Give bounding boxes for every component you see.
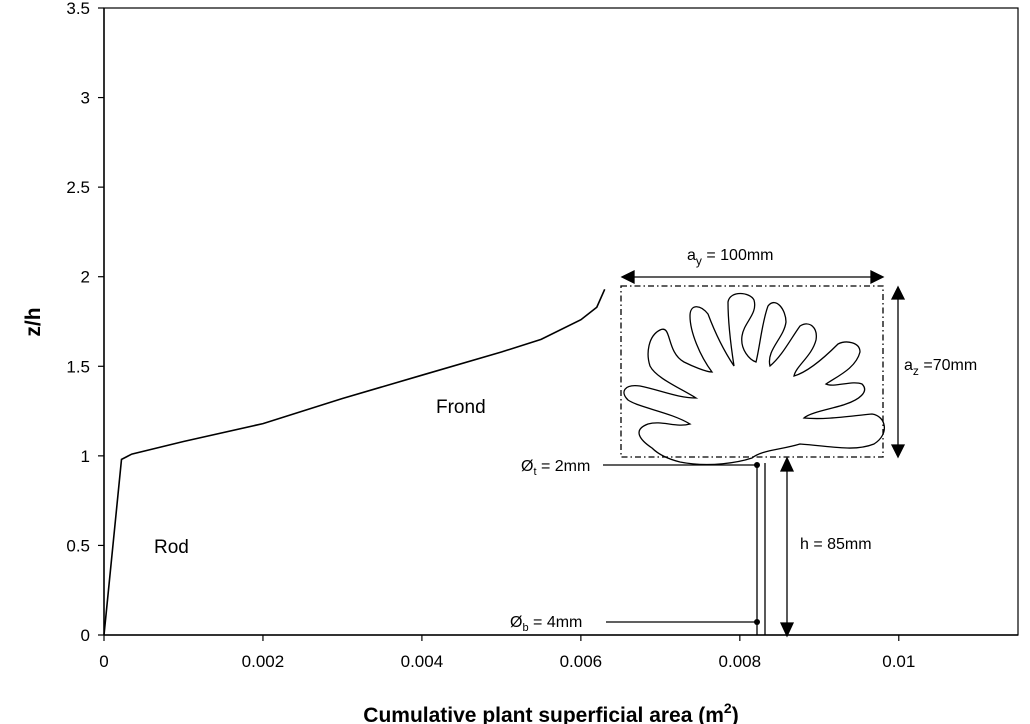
x-tick-label: 0.01 — [882, 652, 915, 671]
y-tick-label: 1.5 — [66, 357, 90, 376]
plant-illustration — [620, 285, 885, 635]
x-tick-label: 0.004 — [401, 652, 444, 671]
marker-dt — [754, 462, 760, 468]
annotation-rod: Rod — [154, 537, 189, 558]
dimension-az — [890, 285, 906, 459]
y-tick-label: 3 — [81, 89, 90, 108]
label-az: az =70mm — [904, 357, 977, 378]
y-tick-label: 3.5 — [66, 0, 90, 18]
x-tick-label: 0.008 — [719, 652, 762, 671]
dimension-h — [779, 456, 795, 638]
x-axis-ticks: 0 0.002 0.004 0.006 0.008 0.01 — [99, 635, 915, 671]
series-line-cumulative-area — [103, 288, 606, 636]
y-axis-ticks: 0 0.5 1 1.5 2 2.5 3 3.5 — [66, 0, 104, 645]
y-tick-label: 0.5 — [66, 536, 90, 555]
plot-area-frame — [103, 7, 1019, 636]
label-h: h = 85mm — [800, 536, 872, 553]
frond-outline — [623, 292, 885, 466]
label-db: Øb = 4mm — [510, 614, 582, 634]
y-axis-title: z/h — [22, 307, 45, 336]
label-dt: Øt = 2mm — [521, 458, 590, 478]
x-axis-title: Cumulative plant superficial area (m2) — [363, 700, 738, 724]
y-tick-label: 0 — [81, 626, 90, 645]
frond-bounding-box — [620, 285, 884, 458]
dimension-ay — [620, 269, 885, 285]
y-tick-label: 1 — [81, 447, 90, 466]
x-tick-label: 0 — [99, 652, 108, 671]
label-ay: ay = 100mm — [687, 247, 774, 268]
x-tick-label: 0.006 — [560, 652, 603, 671]
marker-db — [754, 619, 760, 625]
y-tick-label: 2 — [81, 268, 90, 287]
y-tick-label: 2.5 — [66, 178, 90, 197]
x-axis-title-superscript: 2 — [724, 700, 732, 716]
annotation-frond: Frond — [436, 397, 486, 418]
x-tick-label: 0.002 — [242, 652, 285, 671]
